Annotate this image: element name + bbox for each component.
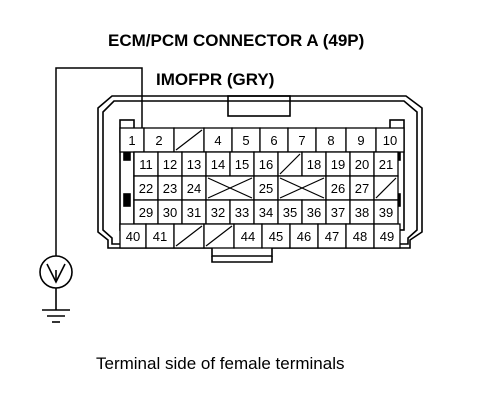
terminal-22: [133, 175, 159, 201]
empty-cavity-mark: [279, 177, 325, 199]
signal-label: IMOFPR (GRY): [156, 70, 275, 89]
terminal-8: [315, 127, 347, 153]
ground-icon: [42, 288, 70, 323]
terminal-label: 12: [163, 157, 177, 172]
terminal-15: [229, 151, 255, 177]
terminal-47: [317, 223, 347, 249]
terminal-label: 14: [211, 157, 225, 172]
terminal-label: 7: [298, 133, 305, 148]
diagram-title: ECM/PCM CONNECTOR A (49P): [108, 31, 365, 50]
terminal-label: 27: [355, 181, 369, 196]
terminal-45: [261, 223, 291, 249]
probe-wire: [55, 67, 143, 256]
terminal-label: 19: [331, 157, 345, 172]
terminal-label: 33: [235, 205, 249, 220]
terminal-label: 1: [128, 133, 135, 148]
terminal-39: [373, 199, 399, 225]
terminal-label: 11: [139, 157, 153, 172]
terminal-label: 15: [235, 157, 249, 172]
terminal-label: 34: [259, 205, 273, 220]
empty-cavity-mark: [279, 153, 301, 175]
terminal-label: 47: [325, 229, 339, 244]
empty-cavity-mark: [375, 177, 397, 199]
terminal-label: 36: [307, 205, 321, 220]
terminal-25: [253, 175, 279, 201]
terminal-label: 18: [307, 157, 321, 172]
caption: Terminal side of female terminals: [96, 354, 345, 373]
terminal-label: 45: [269, 229, 283, 244]
terminal-label: 37: [331, 205, 345, 220]
terminal-label: 32: [211, 205, 225, 220]
empty-cavity-mark: [205, 225, 233, 247]
terminal-18: [301, 151, 327, 177]
terminal-label: 21: [379, 157, 393, 172]
terminal-label: 31: [187, 205, 201, 220]
terminal-label: 44: [241, 229, 255, 244]
terminal-label: 29: [139, 205, 153, 220]
voltmeter-icon: [39, 255, 73, 289]
terminal-label: 48: [353, 229, 367, 244]
terminal-label: 39: [379, 205, 393, 220]
terminal-label: 16: [259, 157, 273, 172]
terminal-7: [287, 127, 317, 153]
terminal-label: 9: [357, 133, 364, 148]
terminal-49: [373, 223, 401, 249]
terminal-label: 41: [153, 229, 167, 244]
terminal-5: [231, 127, 261, 153]
terminal-label: 23: [163, 181, 177, 196]
terminal-label: 40: [126, 229, 140, 244]
terminal-label: 13: [187, 157, 201, 172]
terminal-label: 22: [139, 181, 153, 196]
terminal-40: [119, 223, 147, 249]
terminal-label: 35: [283, 205, 297, 220]
empty-cavity-mark: [207, 177, 253, 199]
terminal-31: [181, 199, 207, 225]
terminal-label: 8: [327, 133, 334, 148]
terminal-label: 20: [355, 157, 369, 172]
terminal-label: 2: [155, 133, 162, 148]
terminal-label: 46: [297, 229, 311, 244]
empty-cavity-mark: [175, 225, 203, 247]
terminal-label: 25: [259, 181, 273, 196]
terminal-label: 10: [383, 133, 397, 148]
terminal-2: [143, 127, 175, 153]
terminal-label: 26: [331, 181, 345, 196]
terminal-label: 6: [270, 133, 277, 148]
terminal-label: 4: [214, 133, 221, 148]
terminal-label: 30: [163, 205, 177, 220]
terminal-label: 5: [242, 133, 249, 148]
terminal-38: [349, 199, 375, 225]
terminal-label: 49: [380, 229, 394, 244]
empty-cavity-mark: [175, 129, 203, 151]
terminal-label: 38: [355, 205, 369, 220]
terminal-label: 24: [187, 181, 201, 196]
